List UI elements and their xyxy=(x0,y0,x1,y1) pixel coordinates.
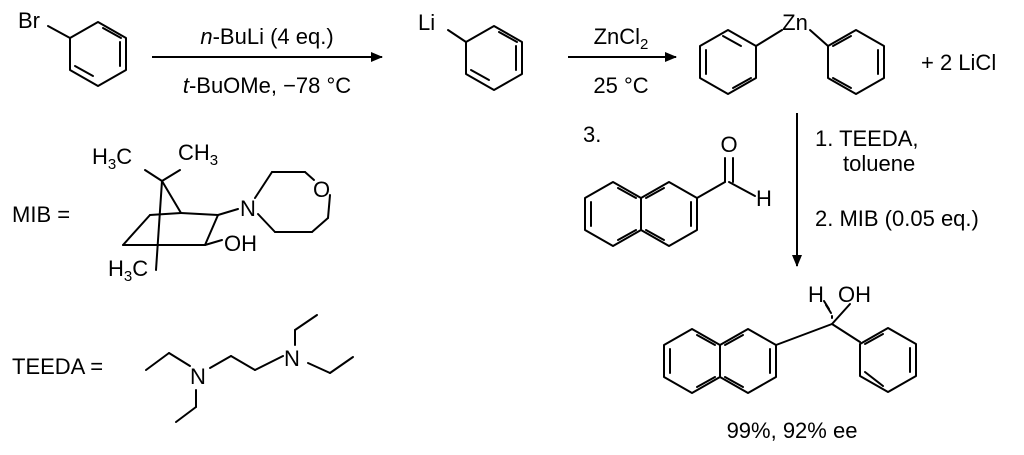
aldehyde-oxygen-label: O xyxy=(720,132,737,157)
yield-ee-label: 99%, 92% ee xyxy=(727,418,858,443)
mib-structure: H3C CH3 H3C N OH O xyxy=(92,140,331,285)
mib-methyl-top-right: CH3 xyxy=(178,140,218,169)
teeda-nitrogen-right: N xyxy=(284,346,300,371)
reaction-arrow-2: ZnCl2 25 °C xyxy=(568,24,677,98)
teeda-label: TEEDA = xyxy=(12,354,103,379)
condition-teeda-line2: toluene xyxy=(843,151,915,176)
mib-hydroxyl-label: OH xyxy=(224,231,257,256)
diphenylzinc-structure: Zn xyxy=(699,10,885,95)
bromine-label: Br xyxy=(18,8,40,33)
mib-label: MIB = xyxy=(12,202,70,227)
mib-methyl-bottom: H3C xyxy=(108,256,148,285)
reagent-temperature: 25 °C xyxy=(593,73,648,98)
final-product-structure: H OH xyxy=(663,282,917,394)
reagent-nbuli: n-BuLi (4 eq.) xyxy=(200,24,333,49)
teeda-structure: N N xyxy=(145,314,354,423)
reagent-solvent-temp: t-BuOMe, −78 °C xyxy=(183,73,351,98)
phenyllithium-structure: Li xyxy=(418,10,523,91)
condition-teeda-line1: 1. TEEDA, xyxy=(815,126,919,151)
zinc-label: Zn xyxy=(782,10,808,35)
mib-methyl-top-left: H3C xyxy=(92,144,132,173)
teeda-nitrogen-left: N xyxy=(190,364,206,389)
condition-mib: 2. MIB (0.05 eq.) xyxy=(815,206,979,231)
lithium-label: Li xyxy=(418,10,435,35)
lithium-chloride-byproduct: + 2 LiCl xyxy=(921,50,996,75)
step-3-label: 3. xyxy=(583,122,601,147)
reaction-arrow-3: 1. TEEDA, toluene 2. MIB (0.05 eq.) xyxy=(792,113,979,267)
product-hydroxyl-label: OH xyxy=(838,282,871,307)
mib-oxygen-label: O xyxy=(313,177,330,202)
mib-nitrogen-label: N xyxy=(240,196,256,221)
reaction-arrow-1: n-BuLi (4 eq.) t-BuOMe, −78 °C xyxy=(152,24,383,98)
bromobenzene-structure: Br xyxy=(18,8,127,87)
aldehyde-hydrogen-label: H xyxy=(756,186,772,211)
naphthaldehyde-structure: O H xyxy=(584,132,772,247)
product-hydrogen-label: H xyxy=(808,282,824,307)
reagent-zncl2: ZnCl2 xyxy=(594,24,649,53)
